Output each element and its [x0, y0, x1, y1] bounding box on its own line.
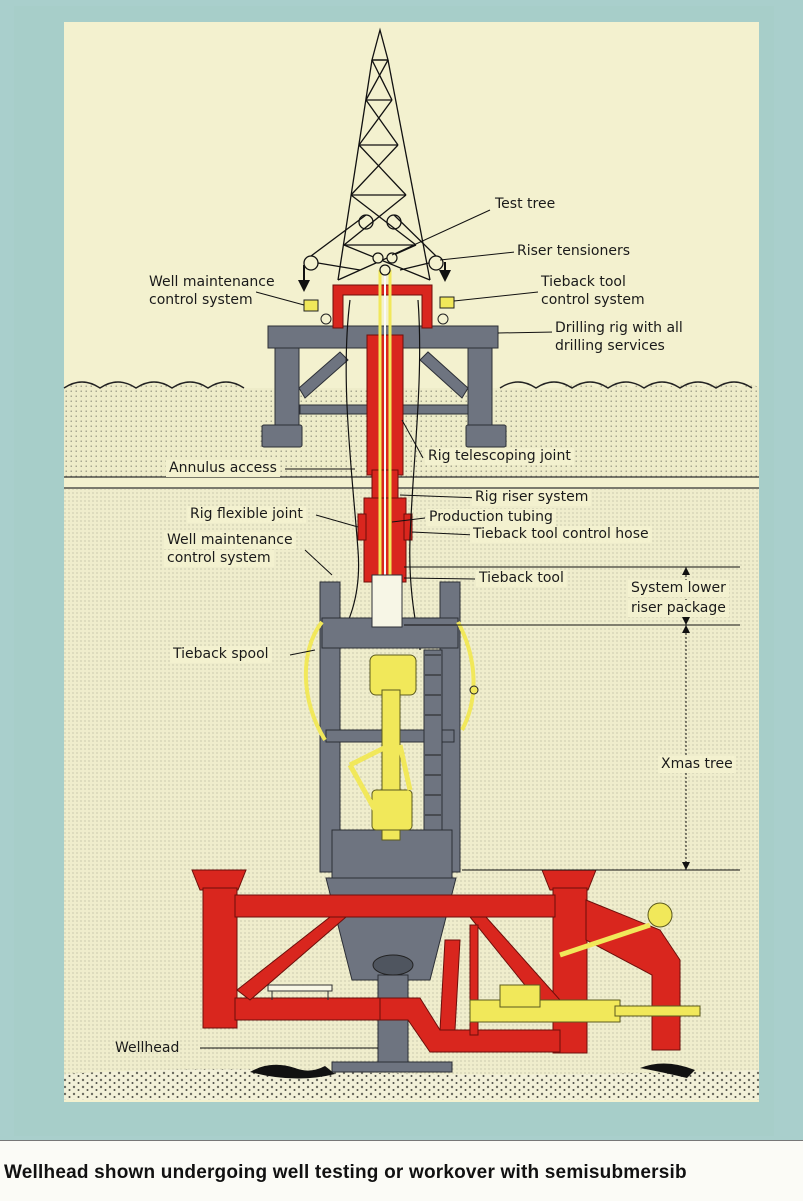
- label-tieback-tool-cs-2: control system: [538, 292, 648, 309]
- label-drilling-rig-2: drilling services: [552, 338, 668, 355]
- label-production-tubing: Production tubing: [426, 509, 556, 526]
- seabed: [64, 1069, 759, 1100]
- template-base: [191, 869, 681, 1054]
- label-well-maintenance-top-2: control system: [146, 292, 256, 309]
- production-tubing: [378, 270, 392, 620]
- figure-caption: Wellhead shown undergoing well testing o…: [4, 1162, 687, 1183]
- xmas-tree-valves: [347, 654, 417, 841]
- caption-bar: Wellhead shown undergoing well testing o…: [0, 1140, 803, 1201]
- label-system-lower-2: riser package: [628, 600, 729, 617]
- label-tieback-tool-cs-1: Tieback tool: [538, 274, 629, 291]
- label-rig-riser-system: Rig riser system: [472, 489, 592, 506]
- tieback-tool: [371, 574, 403, 628]
- label-annulus-access: Annulus access: [166, 460, 280, 477]
- tieback-tool-box-top: [439, 296, 455, 309]
- label-test-tree: Test tree: [492, 196, 559, 213]
- label-tieback-tool: Tieback tool: [476, 570, 567, 587]
- flowline-equipment: [469, 902, 701, 1023]
- label-rig-telescoping-joint: Rig telescoping joint: [425, 448, 574, 465]
- label-tieback-tool-control-hose: Tieback tool control hose: [470, 526, 652, 543]
- label-riser-tensioners: Riser tensioners: [514, 243, 633, 260]
- derrick: [303, 27, 444, 281]
- label-system-lower-1: System lower: [628, 580, 729, 597]
- label-rig-flexible-joint: Rig flexible joint: [187, 506, 306, 523]
- label-well-maintenance-low-2: control system: [164, 550, 274, 567]
- label-tieback-spool: Tieback spool: [170, 646, 272, 663]
- well-maintenance-box-top: [303, 299, 319, 312]
- leader-lines: [200, 209, 740, 1049]
- test-tree: [372, 252, 398, 276]
- tensioner-arrows: [298, 262, 451, 292]
- label-well-maintenance-low-1: Well maintenance: [164, 532, 296, 549]
- label-wellhead: Wellhead: [115, 1040, 180, 1056]
- label-xmas-tree: Xmas tree: [658, 756, 736, 773]
- label-drilling-rig-1: Drilling rig with all: [552, 320, 686, 337]
- sea-surface: [64, 382, 759, 478]
- label-well-maintenance-top-1: Well maintenance: [146, 274, 278, 291]
